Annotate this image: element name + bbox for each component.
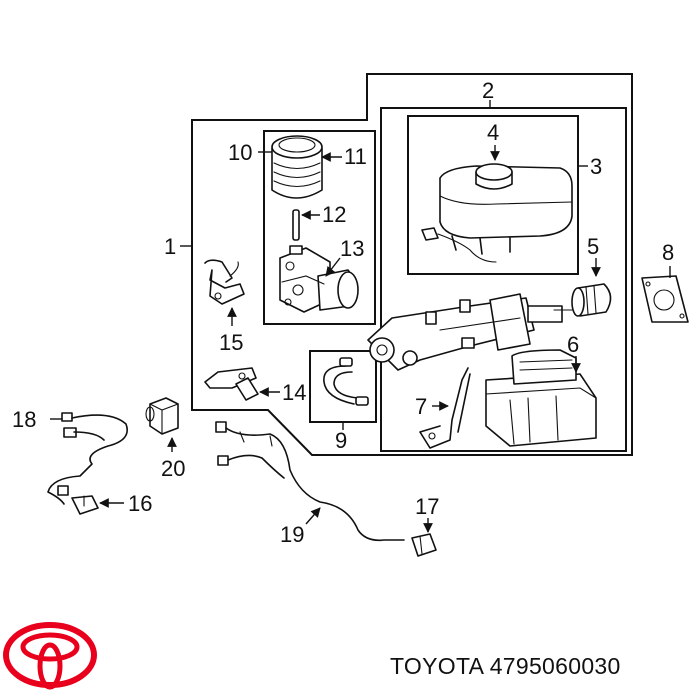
part-19-harness (215, 421, 405, 542)
part-3-reservoir (421, 163, 573, 263)
part-17-clip (411, 533, 437, 557)
part-6-actuator (485, 349, 597, 447)
part-caption: TOYOTA 4795060030 (390, 653, 621, 680)
part-9-hose (323, 357, 369, 406)
toyota-logo (3, 622, 97, 690)
callout-14: 14 (282, 380, 306, 405)
part-5-grommet (571, 283, 612, 317)
callout-2: 2 (482, 78, 494, 103)
callout-15: 15 (219, 330, 243, 355)
callout-5: 5 (587, 234, 599, 259)
callout-13: 13 (340, 236, 364, 261)
leader-19 (305, 507, 321, 525)
callout-6: 6 (567, 332, 579, 357)
callout-1: 1 (164, 234, 176, 259)
callout-11: 11 (344, 144, 367, 169)
part-7-bracket (419, 367, 471, 449)
part-15-bracket (204, 259, 245, 305)
callout-19: 19 (280, 522, 304, 547)
part-number: 4795060030 (489, 653, 621, 679)
part-11-accumulator (271, 135, 323, 199)
callout-3: 3 (590, 154, 602, 179)
assembly-3-boundary (407, 115, 579, 275)
callout-18: 18 (12, 407, 36, 432)
part-12-pin (292, 209, 300, 241)
assembly-2-boundary (380, 107, 627, 452)
part-16-clip (71, 495, 99, 515)
callout-7: 7 (415, 394, 427, 419)
part-18-harness (47, 412, 128, 505)
assembly-1-boundary (191, 73, 633, 456)
callout-16: 16 (128, 491, 152, 516)
callout-10: 10 (228, 140, 252, 165)
callout-4: 4 (487, 120, 499, 145)
callout-8: 8 (662, 240, 674, 265)
part-14-union (204, 367, 259, 401)
part-20-sensor (145, 397, 179, 435)
brand-name: TOYOTA (390, 653, 483, 679)
callout-17: 17 (415, 494, 439, 519)
part-master-cylinder (367, 293, 573, 371)
callout-20: 20 (161, 456, 185, 481)
callout-12: 12 (322, 202, 346, 227)
part-13-pump-motor (279, 245, 359, 313)
part-8-gasket (641, 275, 689, 323)
leader-13 (325, 257, 341, 277)
assembly-10-boundary (263, 130, 376, 325)
callout-9: 9 (335, 428, 347, 453)
